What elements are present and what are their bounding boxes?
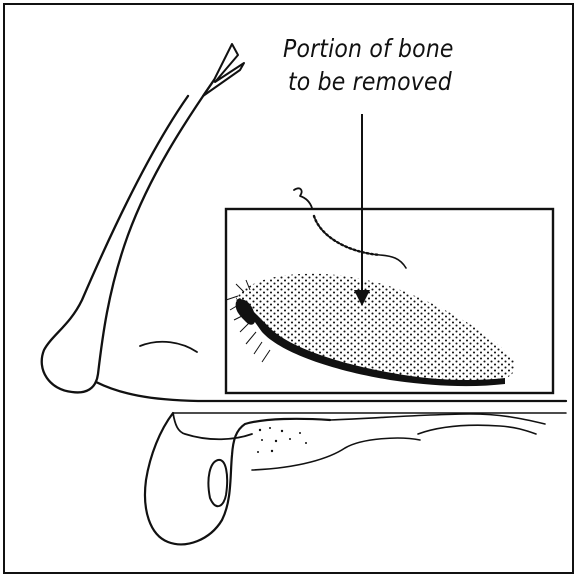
- nasal-bone-tip: [203, 44, 244, 96]
- incisor-tooth: [208, 460, 227, 506]
- oral-line-1: [330, 414, 545, 424]
- alar-curve: [140, 342, 197, 352]
- bone-portion-stippled: [236, 274, 515, 383]
- upper-lip-outline: [145, 413, 330, 544]
- nasal-bone-outer-outline: [42, 80, 214, 392]
- turbinate-curve: [314, 216, 406, 268]
- oral-line-3: [252, 438, 420, 470]
- oral-line-2: [418, 425, 536, 434]
- turbinate-tip: [294, 188, 312, 208]
- palate-outline: [173, 413, 252, 439]
- palate-dots: [257, 427, 307, 453]
- turbinate-dotted-edge: [314, 216, 380, 255]
